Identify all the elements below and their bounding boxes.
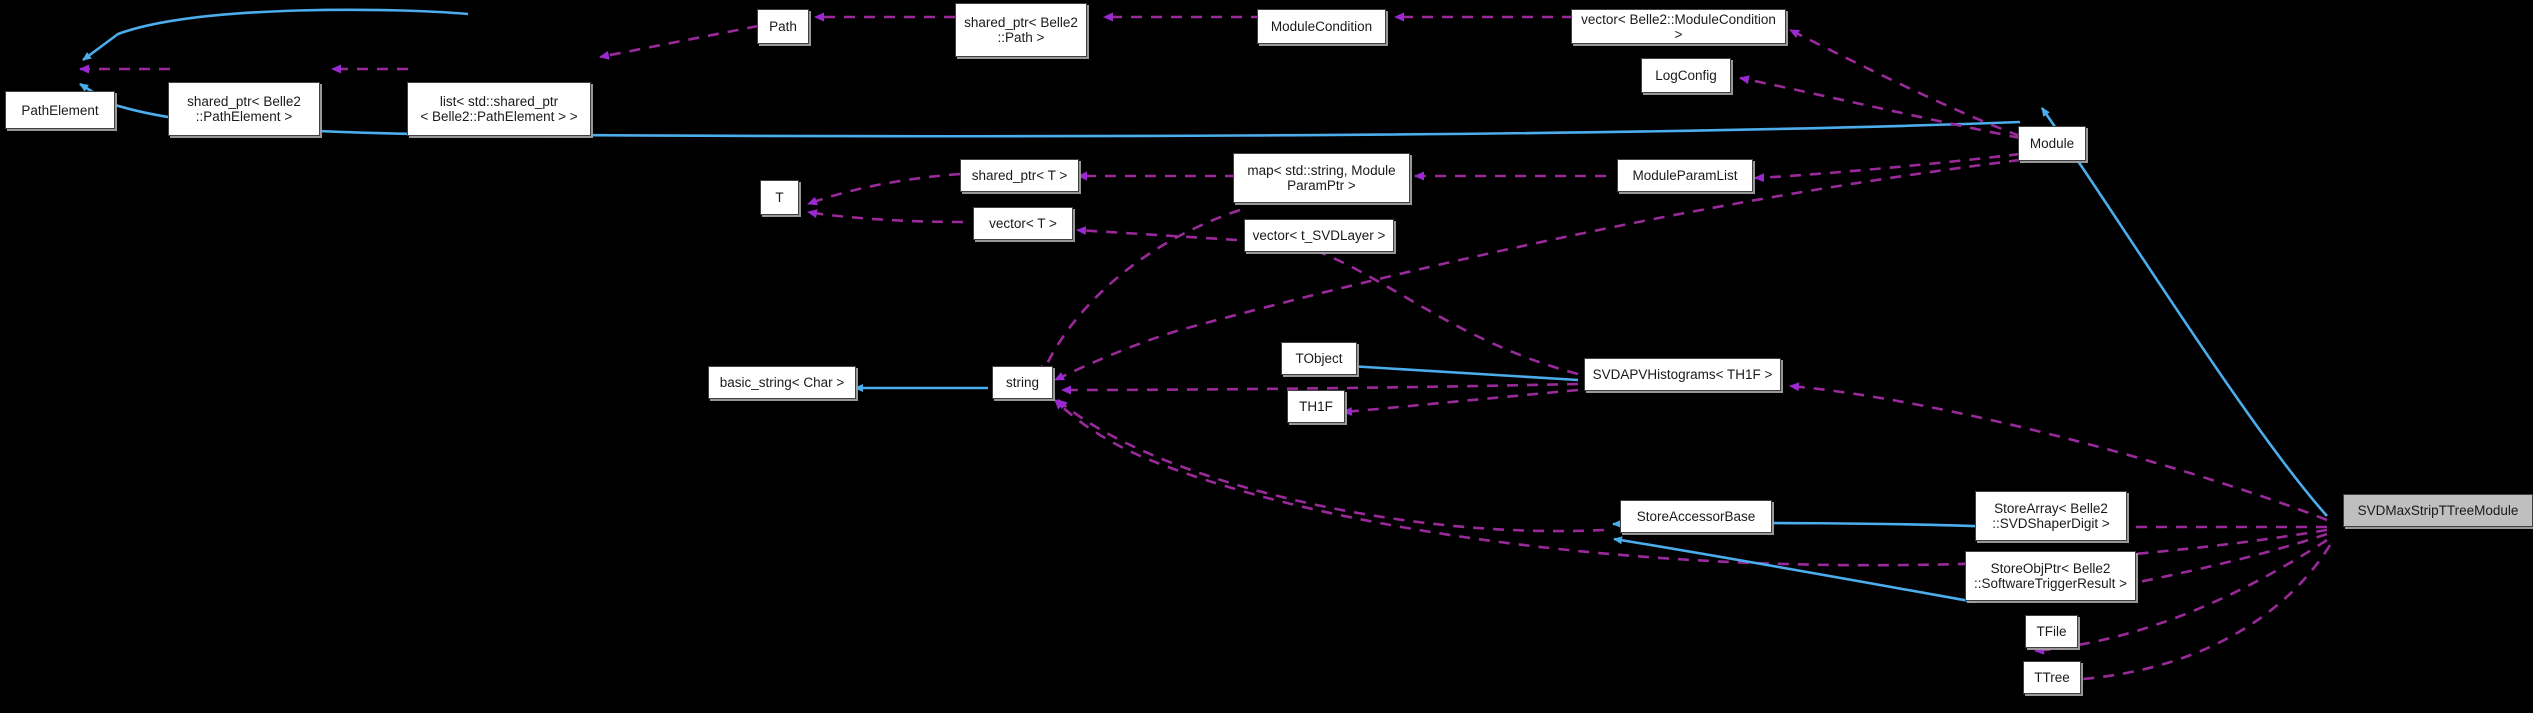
node-label: shared_ptr< Belle2 ::PathElement > [187, 94, 301, 124]
node-label: vector< Belle2::ModuleCondition > [1581, 11, 1776, 42]
edge-module-to-logconfig [1739, 75, 2021, 140]
node-sharedPtrPathElement[interactable]: shared_ptr< Belle2 ::PathElement > [168, 82, 320, 136]
node-SVDMaxStripTTreeModule[interactable]: SVDMaxStripTTreeModule [2343, 494, 2533, 527]
node-basicStringChar[interactable]: basic_string< Char > [708, 366, 856, 399]
edge-vectorsvdlayer-to-vectort [1076, 226, 1238, 242]
node-label: ModuleParamList [1632, 168, 1738, 183]
node-StoreAccessorBase[interactable]: StoreAccessorBase [1620, 500, 1772, 533]
edge-path-to-list [599, 24, 759, 60]
node-label: map< std::string, Module ParamPtr > [1247, 163, 1396, 193]
node-label: shared_ptr< T > [971, 168, 1068, 183]
node-label: list< std::shared_ptr < Belle2::PathElem… [420, 94, 578, 124]
node-ModuleParamList[interactable]: ModuleParamList [1617, 159, 1753, 192]
node-label: LogConfig [1655, 68, 1717, 83]
node-label: TH1F [1299, 399, 1333, 414]
node-PathElement[interactable]: PathElement [5, 91, 115, 129]
edge-sharedptrt-to-t [807, 172, 961, 206]
node-string[interactable]: string [992, 366, 1053, 399]
node-label: SVDMaxStripTTreeModule [2357, 503, 2519, 518]
node-label: ModuleCondition [1270, 19, 1373, 34]
node-label: SVDAPVHistograms< TH1F > [1592, 367, 1773, 382]
node-label: TTree [2034, 670, 2070, 685]
edge-svdmax-to-module [2040, 107, 2328, 517]
node-TH1F[interactable]: TH1F [1287, 390, 1345, 423]
node-label: TFile [2036, 624, 2067, 639]
edge-storeobjptr-to-storeaccessor [1613, 536, 1976, 604]
node-label: StoreAccessorBase [1636, 509, 1756, 524]
node-vectorT[interactable]: vector< T > [973, 207, 1073, 240]
node-Path[interactable]: Path [757, 9, 809, 44]
node-vectorTSVDLayer[interactable]: vector< t_SVDLayer > [1244, 219, 1394, 252]
node-sharedPtrT[interactable]: shared_ptr< T > [960, 159, 1079, 192]
edge-module-to-moduleparamlist [1754, 152, 2021, 183]
edge-module-to-string [1054, 158, 2021, 382]
node-label: vector< T > [989, 216, 1057, 231]
node-label: Path [769, 19, 797, 34]
node-label: vector< t_SVDLayer > [1252, 228, 1386, 243]
node-TFile[interactable]: TFile [2025, 615, 2078, 648]
node-LogConfig[interactable]: LogConfig [1641, 58, 1731, 93]
node-label: basic_string< Char > [719, 375, 845, 390]
node-vectorModuleCondition[interactable]: vector< Belle2::ModuleCondition > [1571, 9, 1786, 44]
node-TTree[interactable]: TTree [2023, 661, 2081, 694]
edge-svdmax-to-string [1054, 399, 2328, 567]
edge-vectort-to-t [807, 209, 964, 224]
edge-module-to-vectormodcond [1789, 28, 2021, 138]
node-listSharedPtrPathEl[interactable]: list< std::shared_ptr < Belle2::PathElem… [407, 82, 591, 136]
node-sharedPtrPath[interactable]: shared_ptr< Belle2 ::Path > [955, 3, 1087, 57]
node-StoreArraySVDShaperDigit[interactable]: StoreArray< Belle2 ::SVDShaperDigit > [1975, 491, 2127, 541]
edge-path-to-pathelement [82, 8, 469, 62]
node-label: StoreObjPtr< Belle2 ::SoftwareTriggerRes… [1974, 561, 2127, 591]
node-label: TObject [1295, 351, 1343, 366]
edge-svdapvhist-to-th1f [1342, 388, 1579, 416]
node-label: string [1005, 375, 1039, 390]
node-SVDAPVHistograms[interactable]: SVDAPVHistograms< TH1F > [1584, 358, 1781, 391]
node-StoreObjPtrSWTrigResult[interactable]: StoreObjPtr< Belle2 ::SoftwareTriggerRes… [1965, 551, 2136, 601]
node-Module[interactable]: Module [2018, 126, 2086, 161]
node-label: StoreArray< Belle2 ::SVDShaperDigit > [1992, 501, 2110, 531]
node-ModuleCondition[interactable]: ModuleCondition [1257, 9, 1386, 44]
node-label: T [775, 190, 784, 205]
node-label: PathElement [21, 102, 99, 118]
node-T[interactable]: T [760, 180, 799, 215]
node-TObject[interactable]: TObject [1281, 342, 1357, 375]
node-label: Module [2029, 136, 2075, 151]
node-label: shared_ptr< Belle2 ::Path > [964, 15, 1078, 45]
node-mapStringModuleParam[interactable]: map< std::string, Module ParamPtr > [1233, 153, 1410, 203]
